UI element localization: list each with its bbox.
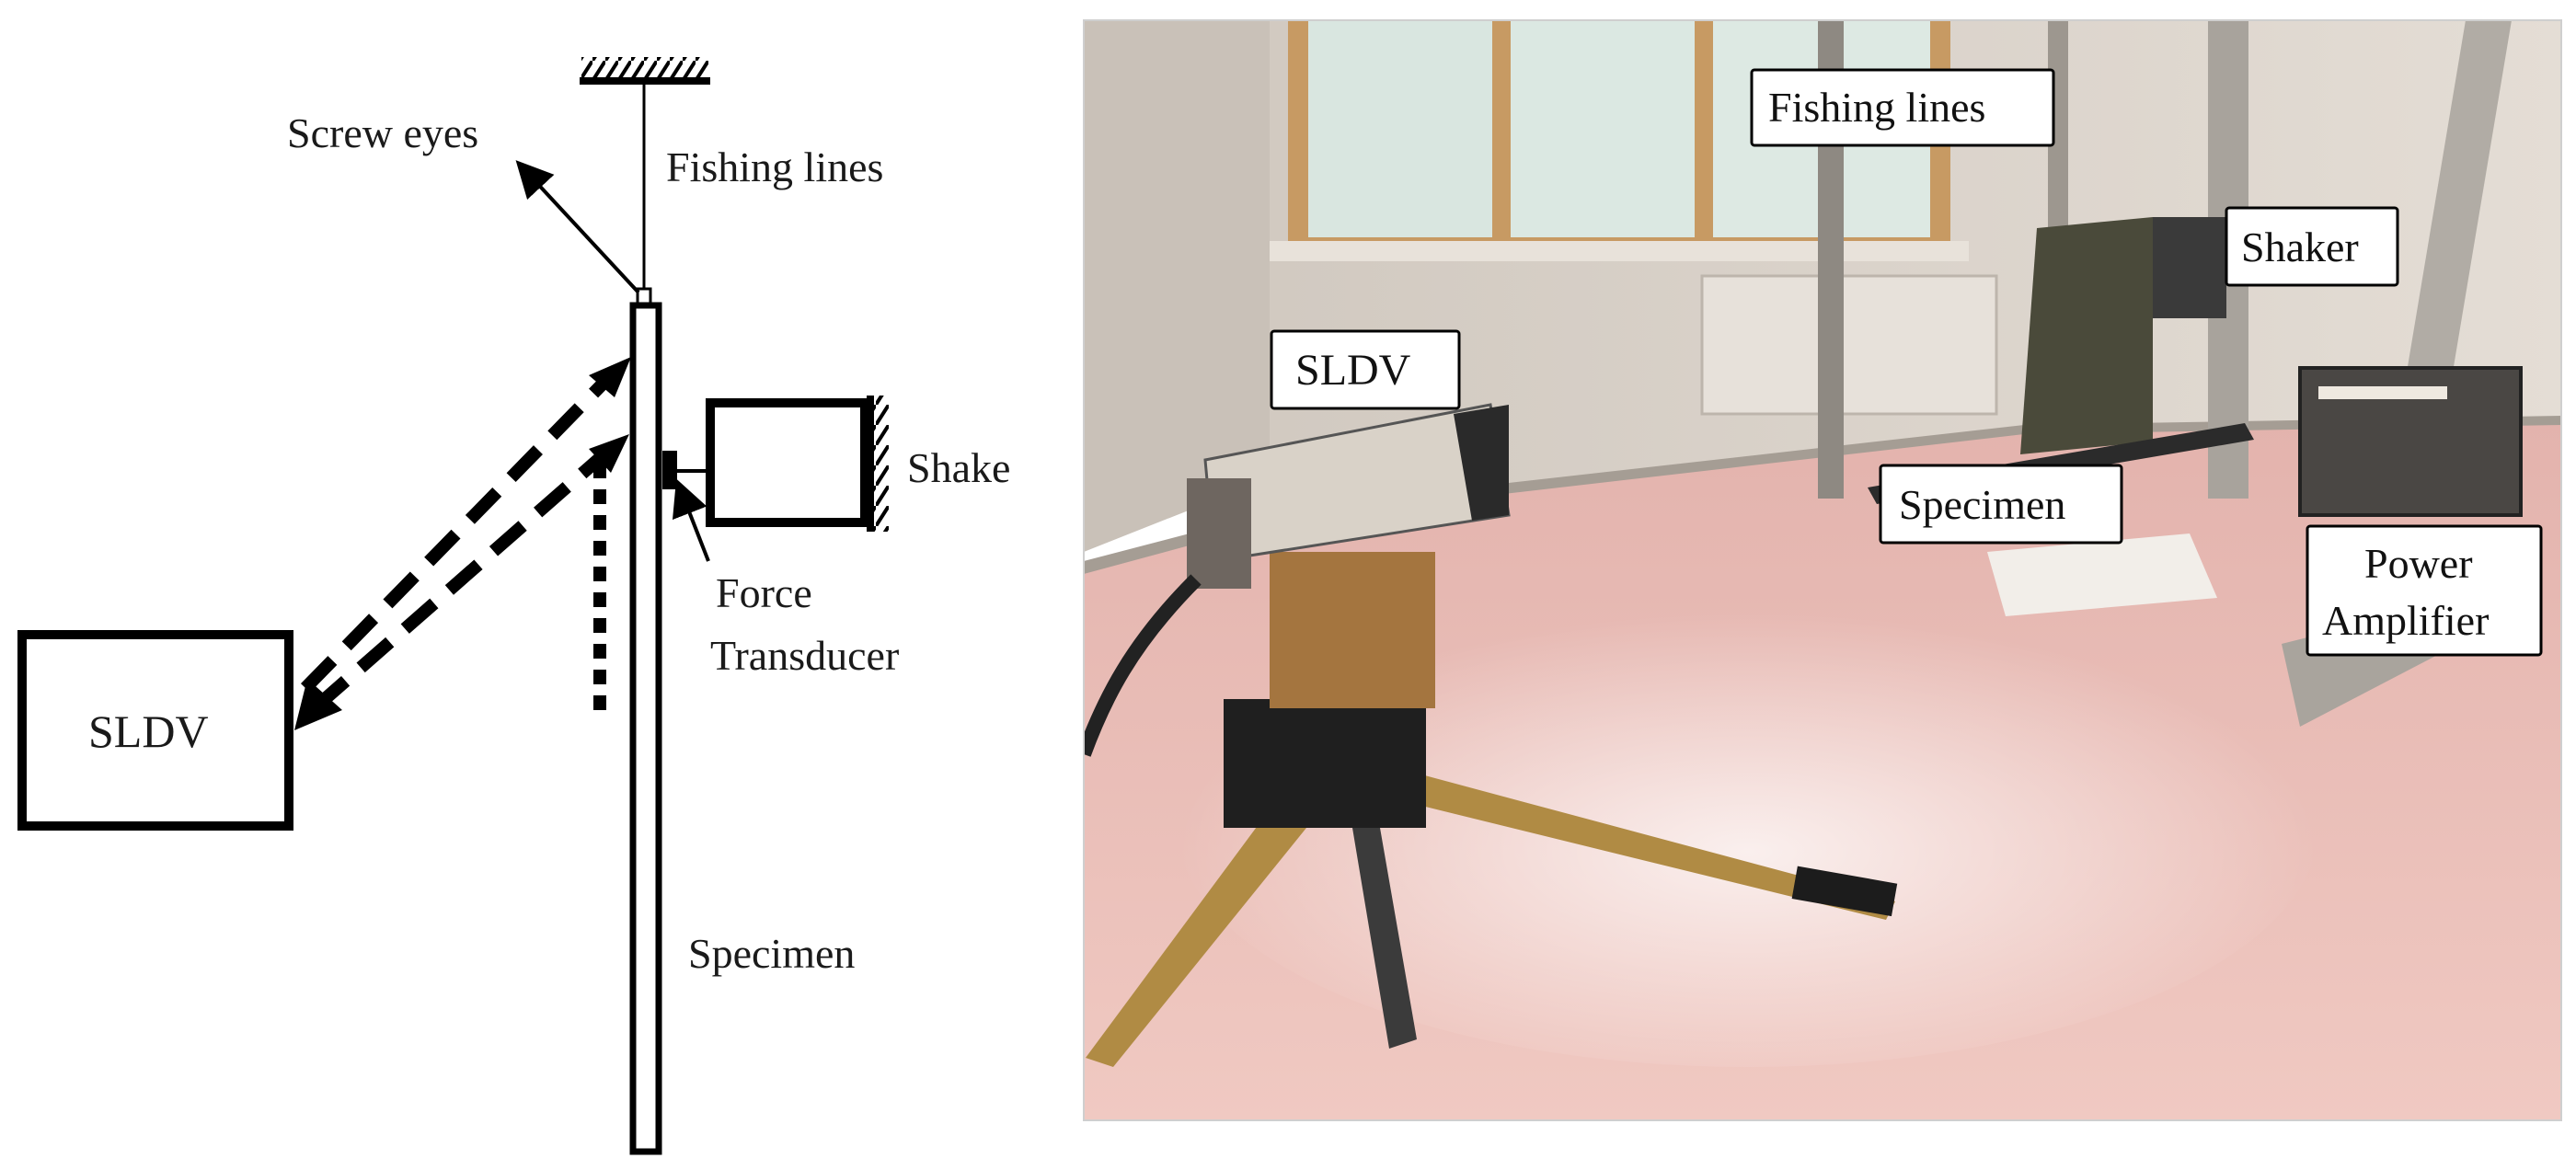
amplifier-strip — [2318, 386, 2447, 399]
photo-tripod — [1086, 699, 1898, 1067]
sldv-box — [17, 630, 293, 831]
laser-arrow-lower — [589, 434, 629, 473]
photo-label-fishing-lines: Fishing lines — [1750, 68, 2055, 147]
photo-border — [1083, 19, 2562, 1121]
floor-light — [1178, 589, 2318, 1067]
ceiling-mount — [581, 57, 708, 77]
photo-label-specimen: Specimen — [1879, 464, 2123, 545]
laser-beam-lower — [312, 440, 619, 712]
photo-specimen-base — [1987, 533, 2217, 616]
screw-eyes-pointer — [515, 160, 640, 294]
specimen-label: Specimen — [688, 930, 855, 977]
photo-shaker — [2153, 217, 2226, 318]
svg-text:Power: Power — [2364, 540, 2473, 587]
laser-arrow-sldv — [294, 679, 342, 730]
svg-text:Fishing lines: Fishing lines — [1768, 84, 1985, 131]
shaker-mount-hatch — [874, 396, 889, 532]
schematic-diagram: Fishing lines Screw eyes Specimen Force … — [17, 57, 1010, 1155]
svg-text:Amplifier: Amplifier — [2322, 597, 2489, 644]
photo-label-sldv: SLDV — [1270, 329, 1461, 410]
photo-specimen-plate — [2020, 217, 2153, 454]
force-transducer — [662, 451, 677, 489]
fishing-lines-label: Fishing lines — [666, 143, 883, 190]
svg-text:Specimen: Specimen — [1899, 481, 2065, 528]
shake-label: Shake — [907, 444, 1010, 491]
svg-text:SLDV: SLDV — [1295, 346, 1411, 395]
photo-sldv — [1084, 403, 1511, 757]
svg-text:Shaker: Shaker — [2241, 224, 2359, 270]
force-label: Force — [716, 569, 812, 616]
shaker-mount-line — [867, 396, 874, 532]
screw-eyes-label: Screw eyes — [287, 109, 478, 156]
shaker-box — [706, 398, 869, 527]
sldv-label: SLDV — [88, 705, 209, 757]
radiator — [1700, 274, 1998, 416]
setup-photo: Fishing lines Shaker SLDV Specimen Power… — [1083, 19, 2562, 1121]
photo-label-power-amplifier: Power Amplifier — [2306, 524, 2543, 657]
photo-left-wall — [1084, 20, 1270, 552]
ceiling-line — [580, 77, 710, 85]
photo-label-shaker: Shaker — [2225, 206, 2399, 287]
laser-arrow-upper — [589, 357, 631, 397]
force-transducer-pointer — [673, 478, 710, 562]
specimen-bar — [629, 302, 662, 1155]
window — [1270, 20, 1969, 261]
laser-beam-upper — [300, 365, 622, 693]
transducer-label: Transducer — [710, 632, 899, 679]
